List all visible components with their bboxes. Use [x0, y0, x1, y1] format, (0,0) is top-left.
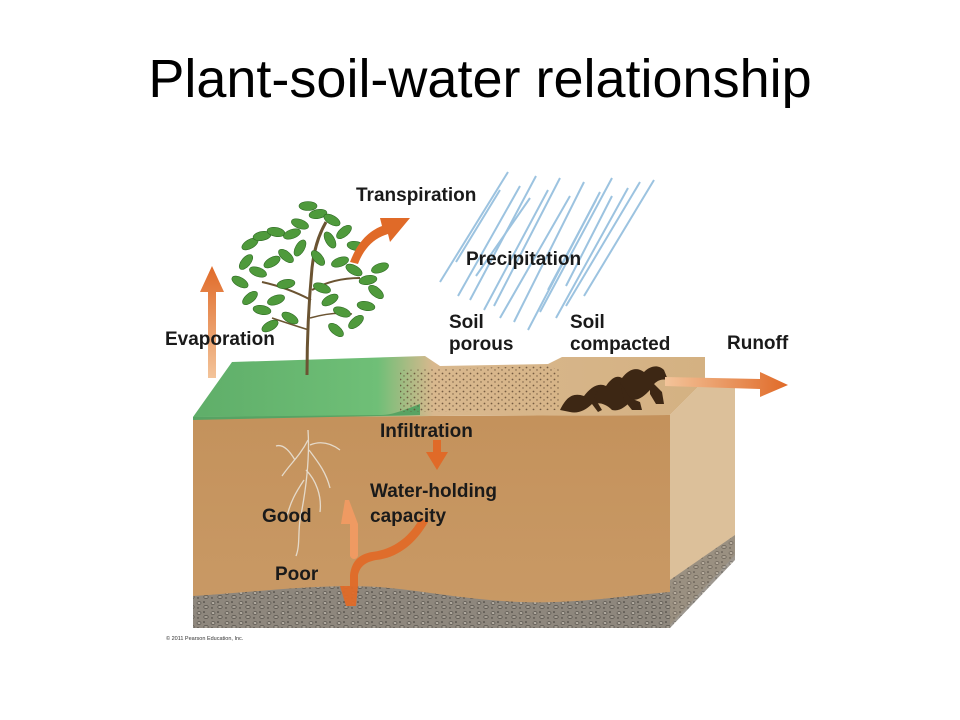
label-evaporation: Evaporation	[165, 329, 275, 350]
rain-streak	[475, 197, 531, 277]
label-soil-porous-line1: Soil	[449, 312, 484, 333]
rain-streak	[499, 195, 571, 319]
leaf	[313, 282, 331, 294]
leaf	[276, 279, 296, 289]
plant-roots	[275, 429, 341, 557]
leaf	[298, 201, 318, 211]
leaf	[261, 319, 279, 333]
rain-streak	[565, 195, 613, 287]
rain-streak	[455, 189, 501, 263]
soil-front-face	[193, 415, 670, 628]
leaf	[231, 275, 249, 289]
leaf	[283, 228, 301, 240]
porous-soil-texture	[400, 366, 560, 412]
label-good: Good	[262, 506, 312, 527]
infiltration-arrow	[426, 440, 448, 470]
plant-leaves	[231, 201, 389, 338]
label-poor: Poor	[275, 564, 319, 585]
rain-streak	[547, 199, 597, 291]
precipitation-rain	[439, 171, 655, 331]
rain-streak	[539, 177, 613, 313]
slide-title: Plant-soil-water relationship	[148, 49, 812, 109]
leaf	[358, 275, 378, 285]
label-water-holding-line1: Water-holding	[370, 481, 497, 502]
label-soil-compacted-line2: compacted	[570, 334, 670, 355]
leaf	[323, 213, 341, 227]
leaf	[252, 305, 272, 315]
leaf	[310, 250, 326, 266]
soil-block	[193, 356, 735, 628]
label-soil-compacted-line1: Soil	[570, 312, 605, 333]
rain-streak	[513, 181, 585, 323]
leaf	[331, 256, 349, 268]
rain-streak	[493, 177, 561, 307]
runoff-arrow	[665, 372, 788, 397]
leaf	[356, 301, 376, 311]
leaf	[333, 306, 351, 318]
label-water-holding-line2: capacity	[370, 506, 446, 527]
copyright-credit: © 2011 Pearson Education, Inc.	[166, 635, 244, 642]
rain-streak	[565, 181, 641, 307]
leaf	[371, 262, 389, 274]
rain-streak	[483, 189, 549, 311]
gravel-layer	[193, 586, 670, 628]
water-holding-arrows	[340, 500, 428, 606]
leaf	[281, 311, 299, 325]
leaf	[368, 284, 384, 300]
gravel-side-face	[670, 535, 735, 628]
evaporation-arrow	[200, 266, 224, 378]
label-precipitation: Precipitation	[466, 249, 581, 270]
label-transpiration: Transpiration	[356, 185, 476, 206]
leaf	[278, 248, 294, 264]
leaf	[345, 263, 363, 277]
grass-front-edge	[193, 404, 420, 420]
leaf	[308, 209, 328, 219]
leaf	[291, 218, 309, 230]
leaf	[238, 254, 254, 270]
leaf	[328, 322, 344, 338]
leaf	[321, 293, 339, 307]
leaf	[242, 290, 258, 306]
leaf	[249, 266, 267, 278]
leaf	[263, 255, 281, 269]
label-soil-porous-line2: porous	[449, 334, 513, 355]
leaf	[293, 239, 307, 257]
label-runoff: Runoff	[727, 333, 789, 354]
compacted-soil-cracks	[560, 366, 668, 413]
rain-streak	[457, 185, 521, 297]
rain-streak	[439, 171, 509, 283]
leaf	[336, 224, 352, 240]
rain-streak	[555, 187, 629, 319]
plant	[231, 201, 389, 376]
rain-streak	[583, 179, 655, 297]
leaf	[348, 314, 364, 330]
label-infiltration: Infiltration	[380, 421, 473, 442]
leaf	[267, 294, 285, 306]
transpiration-arrow	[350, 218, 410, 264]
leaf	[323, 231, 337, 249]
plant-stem	[305, 221, 328, 376]
